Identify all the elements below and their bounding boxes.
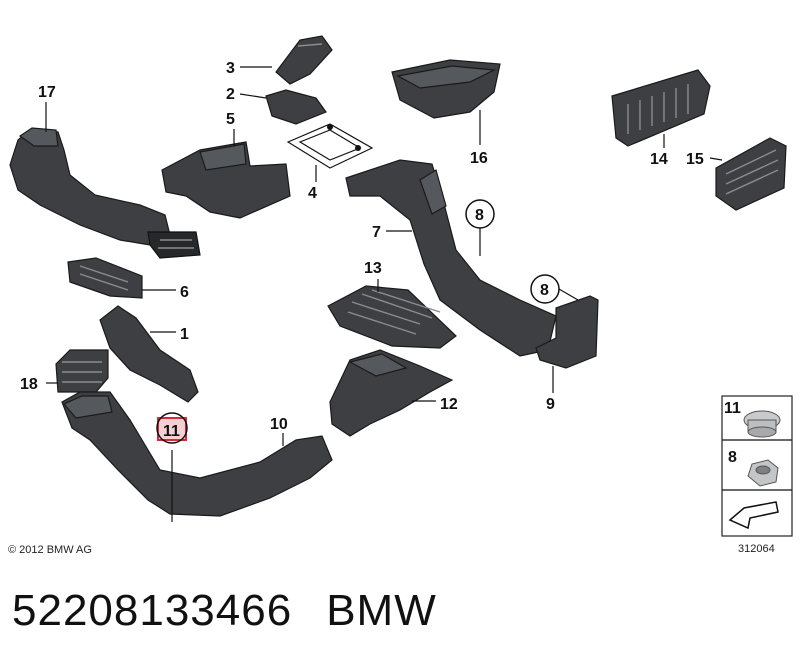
part-9-bracket[interactable] [535,295,599,369]
callout-15: 15 [686,151,704,168]
callout-6: 6 [180,284,189,301]
part-3-bracket[interactable] [275,35,333,85]
arrow-icon [728,501,779,530]
callout-12: 12 [440,396,458,413]
legend-label-11: 11 [724,400,741,417]
callout-11-highlight[interactable] [157,417,187,441]
callout-5: 5 [226,111,235,128]
part-14-vent-grille[interactable] [611,69,711,147]
leader-15 [709,157,723,161]
legend-label-8: 8 [728,449,737,466]
callout-7: 7 [372,224,381,241]
part-7-center-duct[interactable] [345,159,557,357]
callout-17: 17 [38,84,56,101]
part-1-duct[interactable] [99,305,199,403]
callout-10: 10 [270,416,288,433]
part-footer: 52208133466 BMW [12,586,437,636]
part-17-air-duct[interactable] [9,127,201,259]
clip-fastener-icon [743,410,781,438]
callout-2: 2 [226,86,235,103]
part-15-vent-grille[interactable] [715,137,787,211]
callout-1: 1 [180,326,189,343]
part-13-floor-grille[interactable] [327,285,457,349]
part-4-frame[interactable] [286,123,374,169]
callout-9: 9 [546,396,555,413]
part-10-floor-duct[interactable] [61,391,333,522]
part-16-vent-housing[interactable] [391,59,501,119]
callout-4: 4 [308,185,317,202]
callout-3: 3 [226,60,235,77]
fastener-legend: 11 8 [721,395,793,537]
leader-8b [558,288,579,301]
callout-8a: 8 [475,207,484,224]
part-6-vent[interactable] [67,257,143,299]
part-18-vent[interactable] [55,349,109,393]
hex-nut-icon [747,459,779,487]
callout-11: 11 [163,423,180,440]
part-12-duct[interactable] [329,349,454,437]
callout-8b: 8 [540,282,549,299]
part-2-bracket[interactable] [265,89,327,125]
callout-16: 16 [470,150,488,167]
diagram-number: 312064 [738,543,775,555]
callout-11-ring [156,412,188,444]
leader-2 [239,93,267,99]
callout-14: 14 [650,151,668,168]
copyright-text: © 2012 BMW AG [8,544,92,556]
callout-13: 13 [364,260,382,277]
brand-name: BMW [326,586,437,635]
callout-18: 18 [20,376,38,393]
part-5-duct[interactable] [161,141,291,219]
parts-diagram: 17 6 1 18 10 11 3 2 [8,35,793,556]
part-number: 52208133466 [12,586,293,635]
